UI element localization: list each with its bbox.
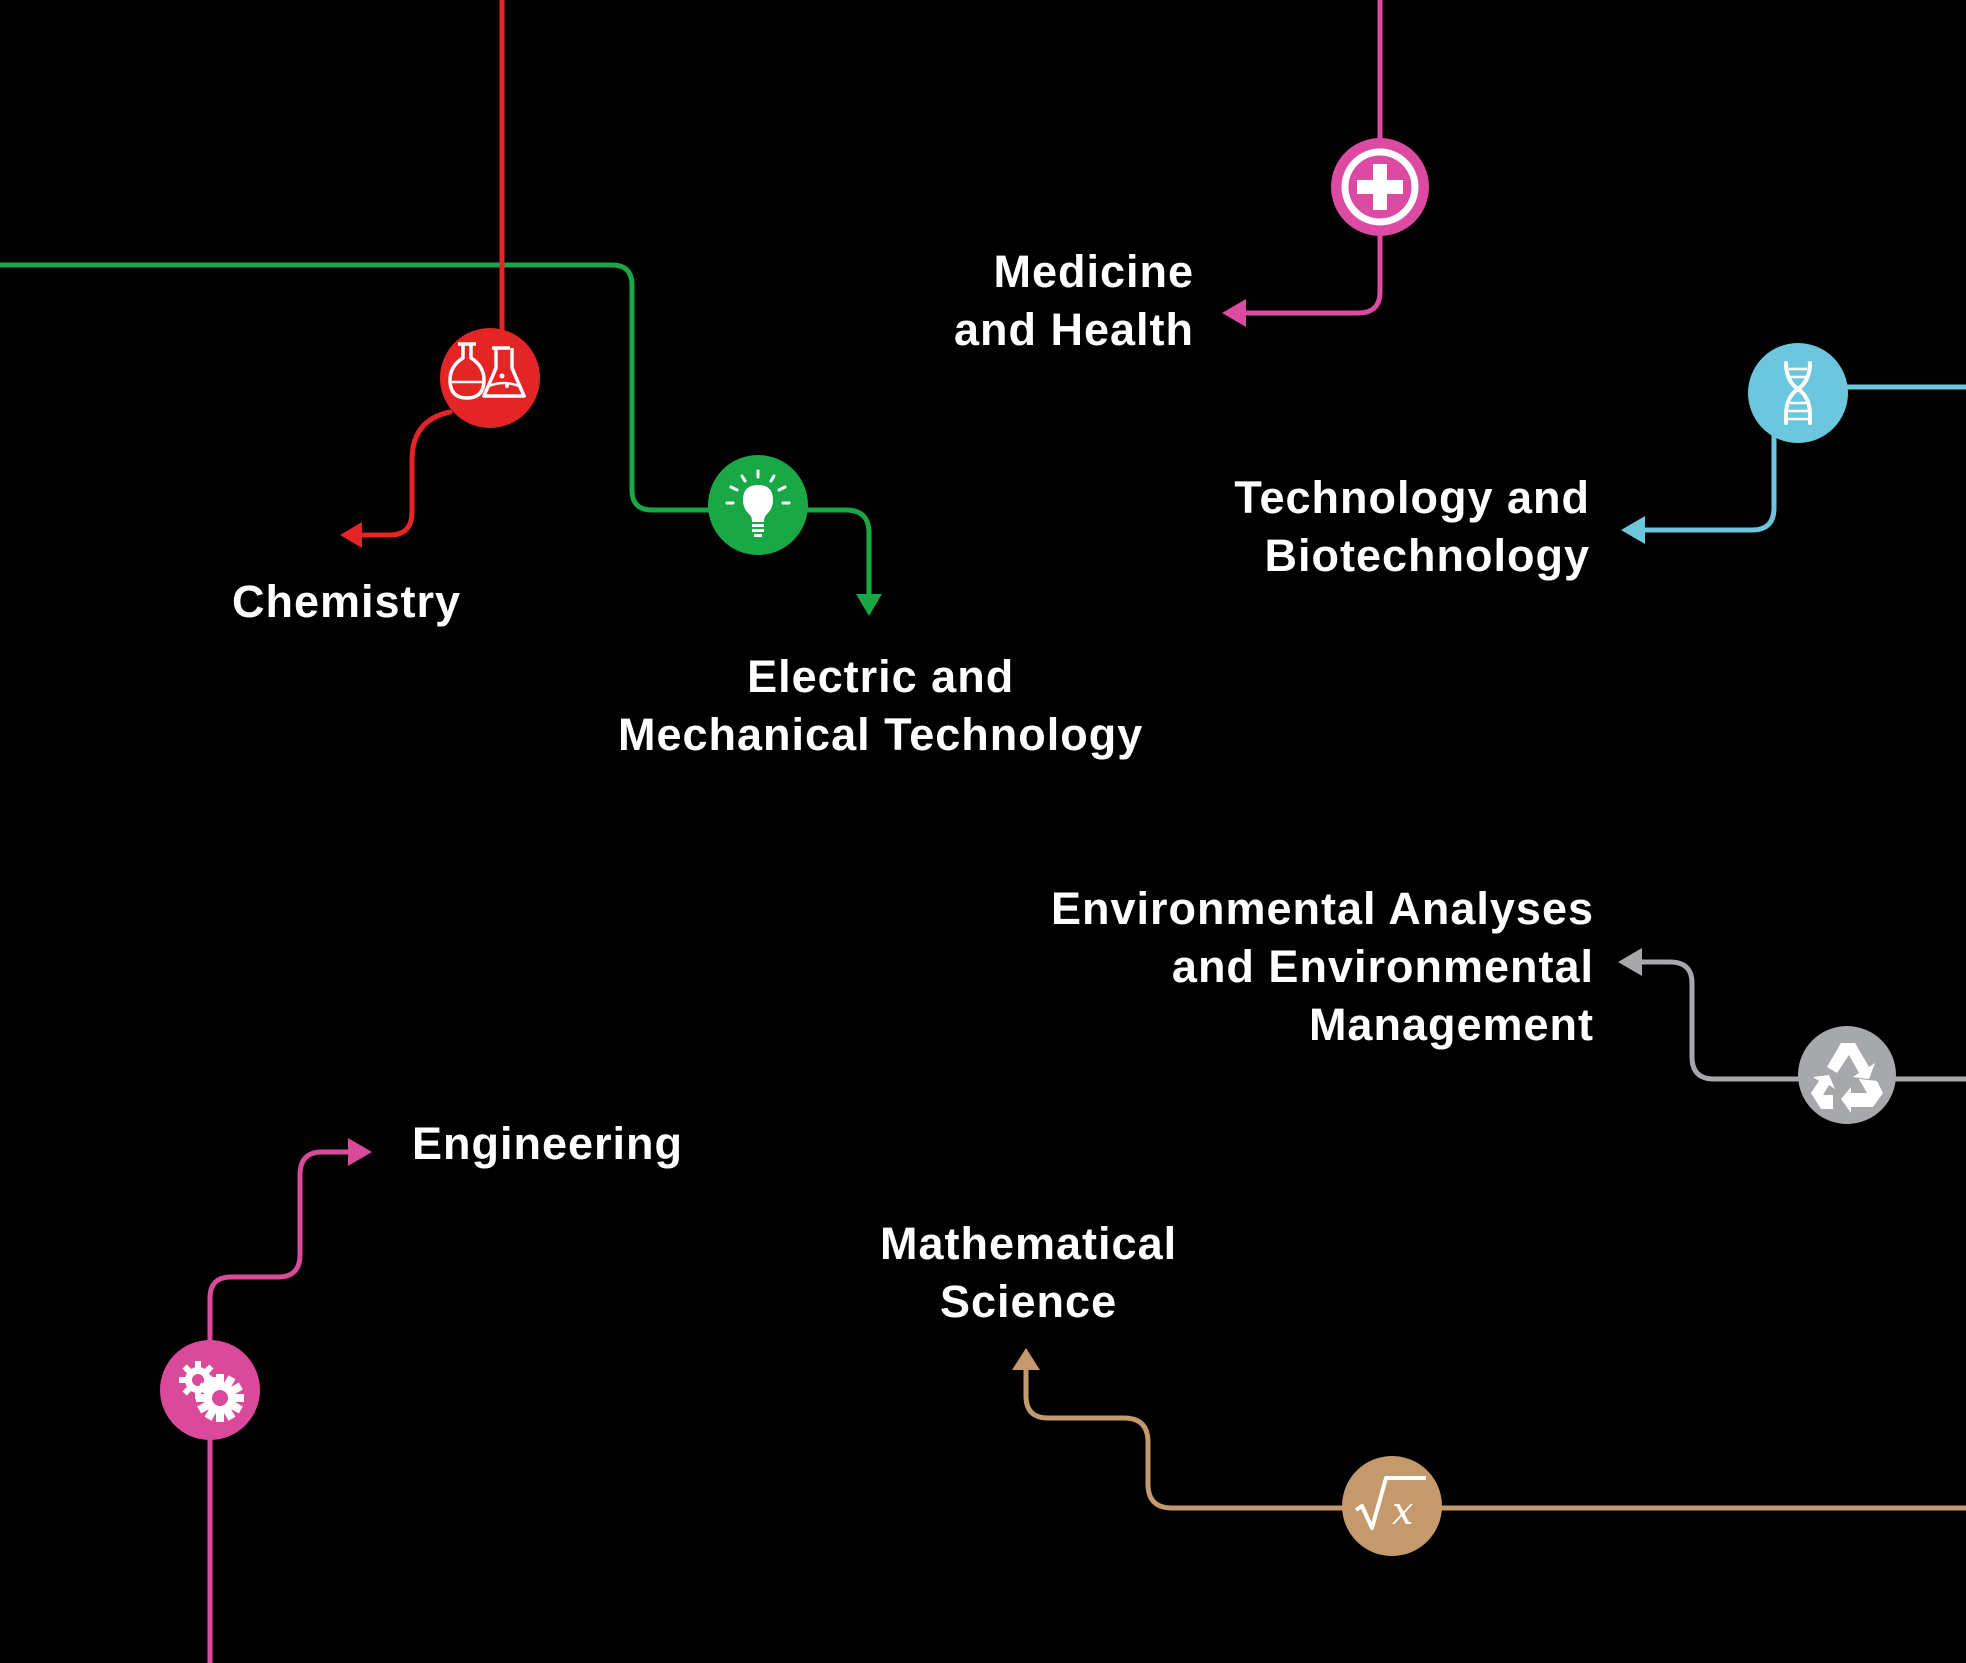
gears-icon (179, 1361, 244, 1422)
label-math: Mathematical Science (880, 1215, 1177, 1331)
dna-helix-icon (1784, 361, 1812, 425)
label-engineering: Engineering (412, 1115, 683, 1173)
environment-node[interactable] (1798, 1026, 1896, 1124)
label-electric-line-1: Electric and (747, 651, 1015, 702)
arrow-medicine (1222, 299, 1246, 327)
engineering-node[interactable] (160, 1340, 260, 1440)
label-electric-line-2: Mechanical Technology (618, 709, 1144, 760)
biotech-node[interactable] (1748, 343, 1848, 443)
label-environment-line-1: Environmental Analyses (1050, 883, 1594, 934)
label-medicine: Medicine and Health (954, 243, 1194, 359)
route-environment (1629, 959, 1966, 1082)
medicine-node[interactable] (1331, 138, 1429, 236)
light-bulb-icon (725, 469, 791, 537)
math-node[interactable]: x (1342, 1456, 1442, 1556)
label-biotech-line-1: Technology and (1234, 472, 1590, 523)
arrow-biotech (1621, 516, 1645, 544)
arrow-engineering (348, 1138, 372, 1166)
route-biotech (1632, 384, 1966, 533)
arrow-chemistry (340, 522, 362, 548)
label-medicine-line-1: Medicine (993, 246, 1194, 297)
label-biotech-line-2: Biotechnology (1264, 530, 1590, 581)
arrow-environment (1618, 948, 1642, 976)
square-root-icon: x (1354, 1476, 1426, 1533)
svg-text:x: x (1392, 1489, 1413, 1533)
recycle-icon (1811, 1043, 1883, 1113)
label-electric: Electric and Mechanical Technology (618, 648, 1143, 764)
label-math-line-1: Mathematical (880, 1218, 1178, 1269)
medical-cross-icon (1357, 164, 1403, 210)
chemistry-node[interactable] (440, 328, 540, 428)
label-biotech: Technology and Biotechnology (1234, 469, 1590, 585)
label-environment-line-3: Management (1308, 999, 1594, 1050)
arrow-math (1012, 1348, 1040, 1370)
arrow-electric (856, 594, 882, 616)
lab-flasks-icon (448, 342, 526, 400)
route-electric (0, 262, 872, 609)
route-chemistry (349, 0, 505, 538)
label-environment-line-2: and Environmental (1171, 941, 1594, 992)
label-environment: Environmental Analyses and Environmental… (1051, 880, 1594, 1054)
electric-node[interactable] (708, 455, 808, 555)
label-chemistry: Chemistry (232, 573, 461, 631)
route-engineering (207, 1149, 361, 1663)
label-engineering-line-1: Engineering (412, 1118, 684, 1169)
label-medicine-line-2: and Health (953, 304, 1194, 355)
route-math (1023, 1359, 1966, 1511)
label-math-line-2: Science (939, 1276, 1118, 1327)
route-medicine (1233, 0, 1383, 316)
label-chemistry-line-1: Chemistry (232, 576, 462, 627)
